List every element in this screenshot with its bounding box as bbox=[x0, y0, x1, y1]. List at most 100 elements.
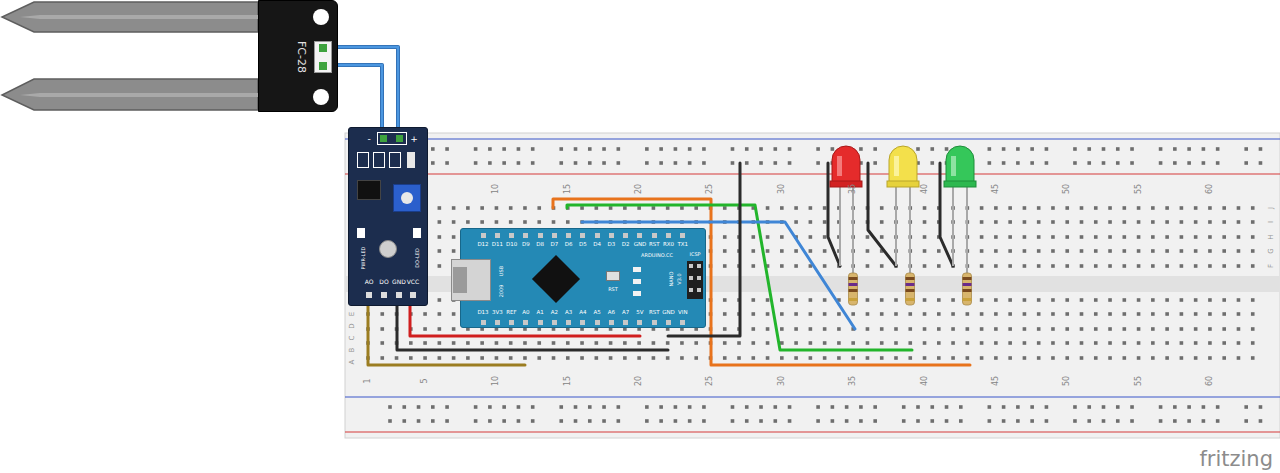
rail-hole bbox=[1087, 161, 1091, 165]
breadboard-hole bbox=[1023, 249, 1027, 253]
breadboard-hole bbox=[466, 341, 470, 345]
rail-hole bbox=[1259, 419, 1263, 423]
breadboard-hole bbox=[980, 249, 984, 253]
pin-label: A6 bbox=[608, 310, 615, 316]
wire-outline bbox=[338, 47, 398, 127]
pin-label: 5V bbox=[636, 310, 643, 316]
breadboard-hole bbox=[751, 264, 755, 268]
resistor-band bbox=[849, 289, 858, 292]
breadboard-hole bbox=[794, 264, 798, 268]
breadboard-hole bbox=[1251, 356, 1255, 360]
header-pin bbox=[689, 264, 693, 268]
rail-hole bbox=[1244, 419, 1248, 423]
breadboard-hole bbox=[1151, 235, 1155, 239]
rail-hole bbox=[1216, 147, 1220, 151]
header-pin bbox=[481, 320, 486, 325]
breadboard-hole bbox=[1137, 206, 1141, 210]
breadboard-hole bbox=[680, 356, 684, 360]
led-highlight bbox=[951, 156, 956, 176]
breadboard-hole bbox=[994, 249, 998, 253]
rail-hole bbox=[688, 147, 692, 151]
rail-hole bbox=[502, 147, 506, 151]
breadboard-hole bbox=[1194, 264, 1198, 268]
breadboard-hole bbox=[1237, 264, 1241, 268]
breadboard-hole bbox=[908, 312, 912, 316]
header-pin bbox=[637, 233, 642, 238]
breadboard-hole bbox=[723, 206, 727, 210]
breadboard-hole bbox=[1037, 249, 1041, 253]
rail-hole bbox=[1173, 405, 1177, 409]
breadboard-hole bbox=[1194, 206, 1198, 210]
pin-label: A0 bbox=[522, 310, 529, 316]
breadboard-hole bbox=[1251, 327, 1255, 331]
breadboard-hole bbox=[780, 298, 784, 302]
rail-hole bbox=[1045, 147, 1049, 151]
indicator-led bbox=[357, 228, 365, 238]
row-letter: C bbox=[349, 336, 356, 341]
connector-label: USB bbox=[499, 266, 504, 276]
rail-hole bbox=[1073, 161, 1077, 165]
breadboard-hole bbox=[1051, 249, 1055, 253]
breadboard-hole bbox=[851, 312, 855, 316]
rail-hole bbox=[559, 147, 563, 151]
pin-label: RST bbox=[649, 242, 660, 248]
rail-hole bbox=[1087, 405, 1091, 409]
breadboard-hole bbox=[552, 356, 556, 360]
breadboard-hole bbox=[937, 249, 941, 253]
breadboard-hole bbox=[723, 341, 727, 345]
rail-hole bbox=[1030, 419, 1034, 423]
breadboard-hole bbox=[1237, 298, 1241, 302]
breadboard-hole bbox=[809, 206, 813, 210]
breadboard-hole bbox=[823, 249, 827, 253]
column-number: 15 bbox=[564, 184, 572, 194]
pin bbox=[381, 292, 387, 298]
breadboard-hole bbox=[723, 312, 727, 316]
breadboard-hole bbox=[1251, 341, 1255, 345]
pin-label: GND bbox=[392, 279, 406, 285]
breadboard-hole bbox=[908, 327, 912, 331]
led-leg bbox=[839, 187, 841, 266]
rail-hole bbox=[1173, 147, 1177, 151]
rail-hole bbox=[788, 147, 792, 151]
pin-label: VCC bbox=[407, 279, 419, 285]
breadboard-hole bbox=[980, 312, 984, 316]
row-letter: G bbox=[1268, 248, 1275, 253]
breadboard-hole bbox=[1208, 341, 1212, 345]
pin-label: REF bbox=[506, 310, 516, 316]
rail-hole bbox=[945, 147, 949, 151]
breadboard-hole bbox=[1094, 220, 1098, 224]
pin-label: D11 bbox=[492, 242, 503, 248]
breadboard-hole bbox=[723, 356, 727, 360]
component-label: PWR-LED bbox=[361, 247, 366, 270]
comparator-chip bbox=[357, 180, 381, 200]
breadboard-hole bbox=[452, 327, 456, 331]
board-label: ARDUINO.CC bbox=[641, 253, 673, 258]
rail-hole bbox=[1002, 147, 1006, 151]
breadboard-hole bbox=[1222, 327, 1226, 331]
rail-hole bbox=[702, 405, 706, 409]
column-number: 20 bbox=[635, 376, 643, 386]
breadboard-hole bbox=[1194, 312, 1198, 316]
header-pin bbox=[595, 320, 600, 325]
pin bbox=[319, 62, 327, 70]
breadboard-hole bbox=[1051, 235, 1055, 239]
rail-hole bbox=[1102, 405, 1106, 409]
breadboard-hole bbox=[923, 298, 927, 302]
column-number: 1 bbox=[364, 378, 372, 383]
breadboard-hole bbox=[751, 327, 755, 331]
breadboard-hole bbox=[1023, 356, 1027, 360]
breadboard-hole bbox=[566, 220, 570, 224]
breadboard-hole bbox=[1065, 220, 1069, 224]
pin-label: VIN bbox=[678, 310, 688, 316]
solder-pad bbox=[389, 152, 401, 168]
row-letter: A bbox=[349, 360, 356, 365]
breadboard-hole bbox=[1137, 356, 1141, 360]
breadboard-hole bbox=[652, 341, 656, 345]
breadboard-hole bbox=[908, 356, 912, 360]
breadboard-hole bbox=[980, 235, 984, 239]
rail-hole bbox=[645, 405, 649, 409]
rail-hole bbox=[659, 419, 663, 423]
rail-hole bbox=[574, 147, 578, 151]
breadboard-hole bbox=[1008, 264, 1012, 268]
column-number: 40 bbox=[921, 184, 929, 194]
